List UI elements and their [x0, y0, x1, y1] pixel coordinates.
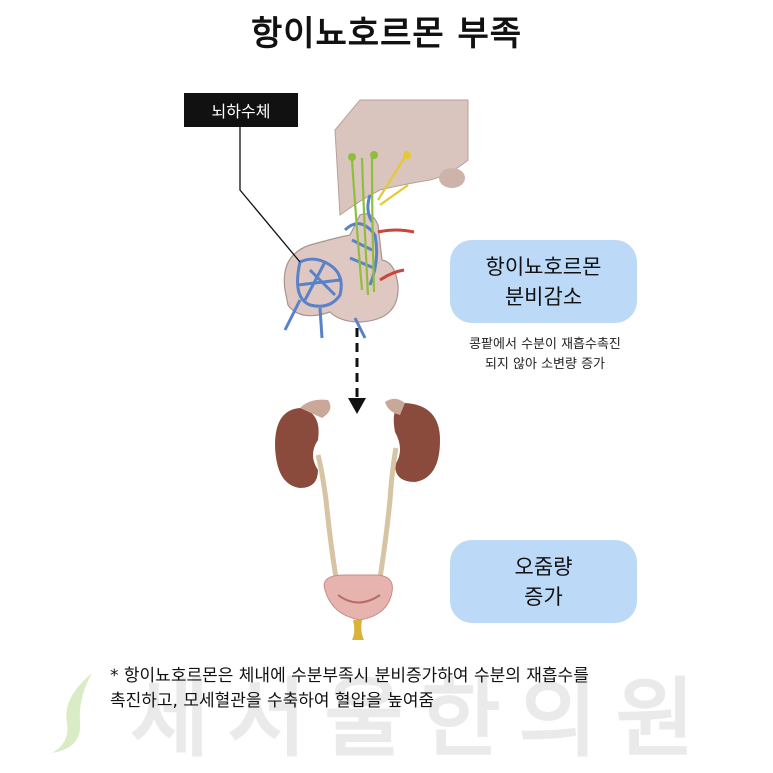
kidney-note-line2: 되지 않아 소변량 증가 — [484, 357, 606, 372]
left-kidney — [275, 408, 319, 488]
red-vessel-1 — [377, 228, 415, 234]
hormone-decrease-line2: 분비감소 — [504, 284, 583, 309]
hormone-decrease-box: 항이뇨호르몬 분비감소 — [450, 240, 637, 323]
yellow-end — [403, 151, 411, 159]
nerve-end-1 — [348, 153, 356, 161]
red-vessel-2 — [379, 268, 405, 282]
left-adrenal — [300, 399, 331, 418]
brain-tissue — [334, 99, 469, 216]
page-title: 항이뇨호르몬 부족 — [250, 14, 523, 54]
pituitary-label: 뇌하수체 — [184, 93, 298, 127]
urethra — [352, 620, 364, 640]
left-ureter — [315, 454, 339, 579]
urine-increase-line2: 증가 — [524, 584, 563, 609]
right-adrenal — [385, 398, 405, 415]
right-kidney — [393, 403, 440, 482]
bladder-inner — [337, 594, 381, 604]
footnote-line1: * 항이뇨호르몬은 체내에 수분부족시 분비증가하여 수분의 재흡수를 — [110, 666, 589, 686]
pituitary-gland — [283, 213, 399, 323]
footnote-line2: 촉진하고, 모세혈관을 수축하여 혈압을 높여줌 — [110, 691, 435, 711]
bladder — [323, 574, 393, 621]
brain-bump — [439, 168, 465, 188]
watermark-text: 세서울한의원 — [130, 669, 713, 769]
kidney-note: 콩팥에서 수분이 재흡수촉진 되지 않아 소변량 증가 — [430, 335, 660, 375]
nerve-end-2 — [370, 151, 378, 159]
pituitary-label-text: 뇌하수체 — [211, 102, 271, 121]
right-ureter — [377, 447, 399, 579]
urine-increase-line1: 오줌량 — [514, 554, 573, 579]
kidney-note-line1: 콩팥에서 수분이 재흡수촉진 — [469, 337, 621, 352]
yellow-fiber — [377, 156, 406, 201]
hormone-decrease-line1: 항이뇨호르몬 — [485, 254, 602, 279]
label-leader-line — [239, 127, 301, 263]
urine-increase-box: 오줌량 증가 — [450, 540, 637, 623]
nerve-fibers — [350, 157, 376, 296]
footnote: * 항이뇨호르몬은 체내에 수분부족시 분비증가하여 수분의 재흡수를 촉진하고… — [110, 664, 730, 714]
yellow-fiber-2 — [379, 184, 409, 206]
watermark-leaf-icon — [52, 673, 92, 753]
arrow-head — [348, 398, 366, 414]
